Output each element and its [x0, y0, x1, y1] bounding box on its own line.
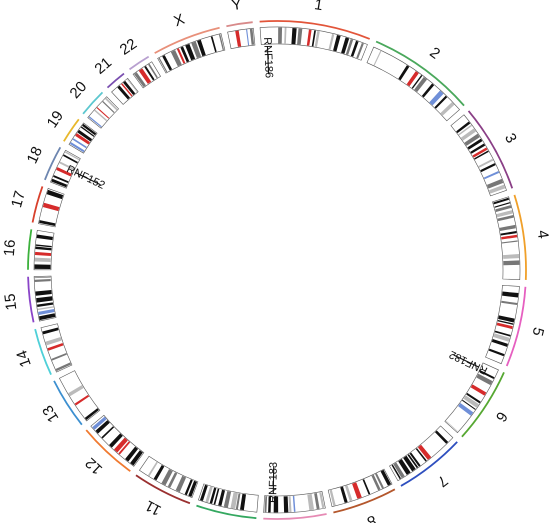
- chromosome-label-12: 12: [82, 454, 106, 478]
- chromosome-label-5: 5: [529, 326, 547, 338]
- chromosome-label-22: 22: [117, 35, 140, 58]
- chromosome-15-arc: [28, 277, 33, 323]
- chromosome-label-21: 21: [91, 54, 115, 78]
- chromosome-label-2: 2: [426, 44, 443, 63]
- gene-label-RNF183: RNF183: [267, 462, 280, 503]
- chromosome-label-7: 7: [434, 472, 451, 491]
- chromosome-Y-arc: [226, 22, 252, 26]
- chromosome-label-14: 14: [13, 348, 35, 369]
- chromosome-label-1: 1: [313, 0, 324, 14]
- cytoband: [278, 28, 282, 44]
- chromosome-label-16: 16: [1, 239, 19, 257]
- chromosome-label-13: 13: [39, 402, 62, 425]
- chromosome-label-15: 15: [1, 293, 20, 312]
- chromosome-label-8: 8: [365, 511, 379, 523]
- chromosome-label-3: 3: [501, 131, 520, 147]
- chromosome-label-Y: Y: [230, 0, 242, 14]
- chromosome-label-11: 11: [142, 497, 164, 519]
- chromosome-label-18: 18: [24, 144, 47, 166]
- cytoband: [284, 496, 289, 512]
- chromosome-label-6: 6: [492, 408, 511, 424]
- gene-label-RNF186: RNF186: [261, 37, 275, 78]
- chromosome-label-20: 20: [66, 78, 90, 102]
- cytoband: [35, 264, 51, 269]
- chromosome-label-X: X: [172, 11, 188, 30]
- chromosome-bands: [34, 27, 520, 513]
- chromosome-label-17: 17: [8, 189, 29, 210]
- cytoband: [503, 260, 519, 265]
- chromosome-color-arcs: [28, 21, 526, 519]
- chromosome-16-arc: [28, 229, 31, 269]
- chromosome-9-arc: [263, 514, 326, 519]
- gene-label-RNF182: RNF182: [447, 348, 489, 377]
- chromosome-label-19: 19: [44, 108, 67, 131]
- chromosome-label-4: 4: [534, 229, 550, 240]
